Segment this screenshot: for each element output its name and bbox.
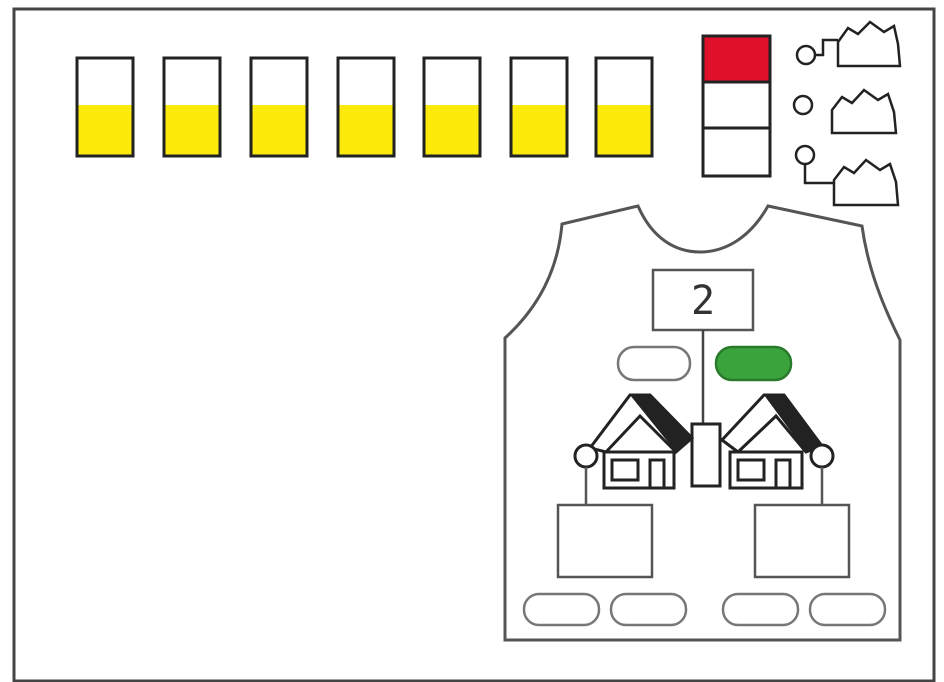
cloud-node-bottom (796, 146, 898, 205)
slot-box-right (755, 505, 849, 577)
cloud-icon (834, 160, 898, 205)
node-circle-left (575, 445, 597, 467)
cloud-node-middle (794, 90, 896, 133)
connector-line (815, 40, 838, 55)
level-bar (164, 58, 220, 156)
indicator-pill-bottom (611, 594, 686, 625)
level-bar (511, 58, 567, 156)
cloud-icon (832, 90, 896, 133)
level-bar (424, 58, 480, 156)
level-bar-fill (77, 105, 133, 156)
house-door-right (776, 460, 790, 488)
level-bar-fill (596, 105, 652, 156)
level-bar-fill (338, 105, 394, 156)
signal-stack (703, 36, 770, 176)
indicator-pill-left (618, 347, 690, 380)
indicator-pill-bottom (810, 594, 885, 625)
connector-line (805, 164, 834, 183)
house-window-left (612, 460, 638, 480)
level-bar-fill (511, 105, 567, 156)
signal-segment (703, 36, 770, 82)
level-bar (596, 58, 652, 156)
level-bars (77, 58, 652, 156)
center-post (692, 424, 720, 486)
vest-panel: 2 (505, 206, 900, 640)
indicator-pill-right (716, 347, 791, 380)
level-bar-fill (164, 105, 220, 156)
level-bar (251, 58, 307, 156)
node-circle (794, 96, 812, 114)
signal-segment (703, 82, 770, 128)
level-bar (338, 58, 394, 156)
node-circle-right (811, 445, 833, 467)
number-label: 2 (691, 278, 715, 324)
level-bar (77, 58, 133, 156)
slot-box-left (558, 505, 652, 577)
node-circle (797, 46, 815, 64)
indicator-pill-bottom (723, 594, 798, 625)
cloud-icon (838, 22, 900, 66)
indicator-pill-bottom (524, 594, 599, 625)
cloud-node-top (797, 22, 900, 66)
house-window-right (738, 460, 764, 480)
node-circle (796, 146, 814, 164)
level-bar-fill (251, 105, 307, 156)
level-bar-fill (424, 105, 480, 156)
signal-segment (703, 128, 770, 176)
house-door-left (650, 460, 664, 488)
